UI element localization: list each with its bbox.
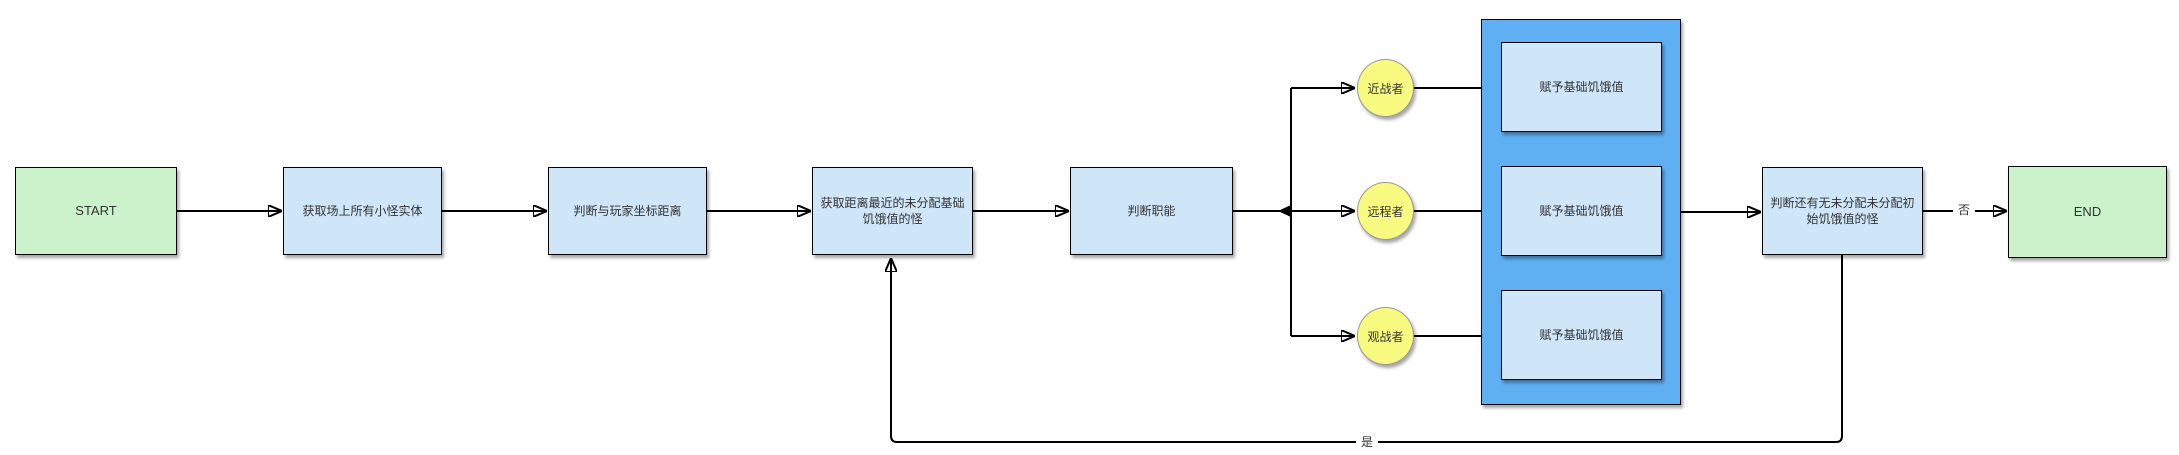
- judge-remaining-decision[interactable]: 判断还有无未分配未分配初始饥饿值的怪: [1762, 167, 1923, 255]
- ranged-branch-label: 远程者: [1367, 204, 1404, 219]
- judge-role-step[interactable]: 判断职能: [1070, 167, 1233, 255]
- judge-role-step-label: 判断职能: [1127, 203, 1176, 218]
- assign-hunger-ranged-step[interactable]: 赋予基础饥饿值: [1501, 166, 1662, 256]
- get-nearest-step[interactable]: 获取距离最近的未分配基础饥饿值的怪: [812, 167, 973, 255]
- edge-junction-arrowhead: [1278, 204, 1292, 218]
- assign-hunger-spectator-step[interactable]: 赋予基础饥饿值: [1501, 290, 1662, 380]
- end-node[interactable]: END: [2008, 166, 2167, 258]
- get-nearest-step-label: 获取距离最近的未分配基础饥饿值的怪: [820, 195, 965, 226]
- spectator-branch-label: 观战者: [1367, 329, 1404, 344]
- ranged-branch[interactable]: 远程者: [1357, 182, 1414, 240]
- assign-hunger-melee-step[interactable]: 赋予基础饥饿值: [1501, 42, 1662, 132]
- get-all-mobs-step[interactable]: 获取场上所有小怪实体: [283, 167, 442, 255]
- spectator-branch[interactable]: 观战者: [1357, 307, 1414, 365]
- end-node-label: END: [2073, 204, 2102, 220]
- start-node-label: START: [75, 203, 117, 219]
- get-all-mobs-step-label: 获取场上所有小怪实体: [302, 203, 423, 218]
- judge-remaining-decision-label: 判断还有无未分配未分配初始饥饿值的怪: [1770, 195, 1915, 226]
- edge-label-yes: 是: [1355, 434, 1379, 450]
- melee-branch-label: 近战者: [1367, 81, 1404, 96]
- assign-hunger-spectator-label: 赋予基础饥饿值: [1539, 327, 1624, 342]
- assign-hunger-melee-label: 赋予基础饥饿值: [1539, 79, 1624, 94]
- judge-distance-step[interactable]: 判断与玩家坐标距离: [548, 167, 707, 255]
- judge-distance-step-label: 判断与玩家坐标距离: [573, 203, 682, 218]
- start-node[interactable]: START: [15, 167, 177, 255]
- edge-label-no: 否: [1952, 202, 1976, 218]
- assign-hunger-ranged-label: 赋予基础饥饿值: [1539, 203, 1624, 218]
- melee-branch[interactable]: 近战者: [1357, 59, 1414, 117]
